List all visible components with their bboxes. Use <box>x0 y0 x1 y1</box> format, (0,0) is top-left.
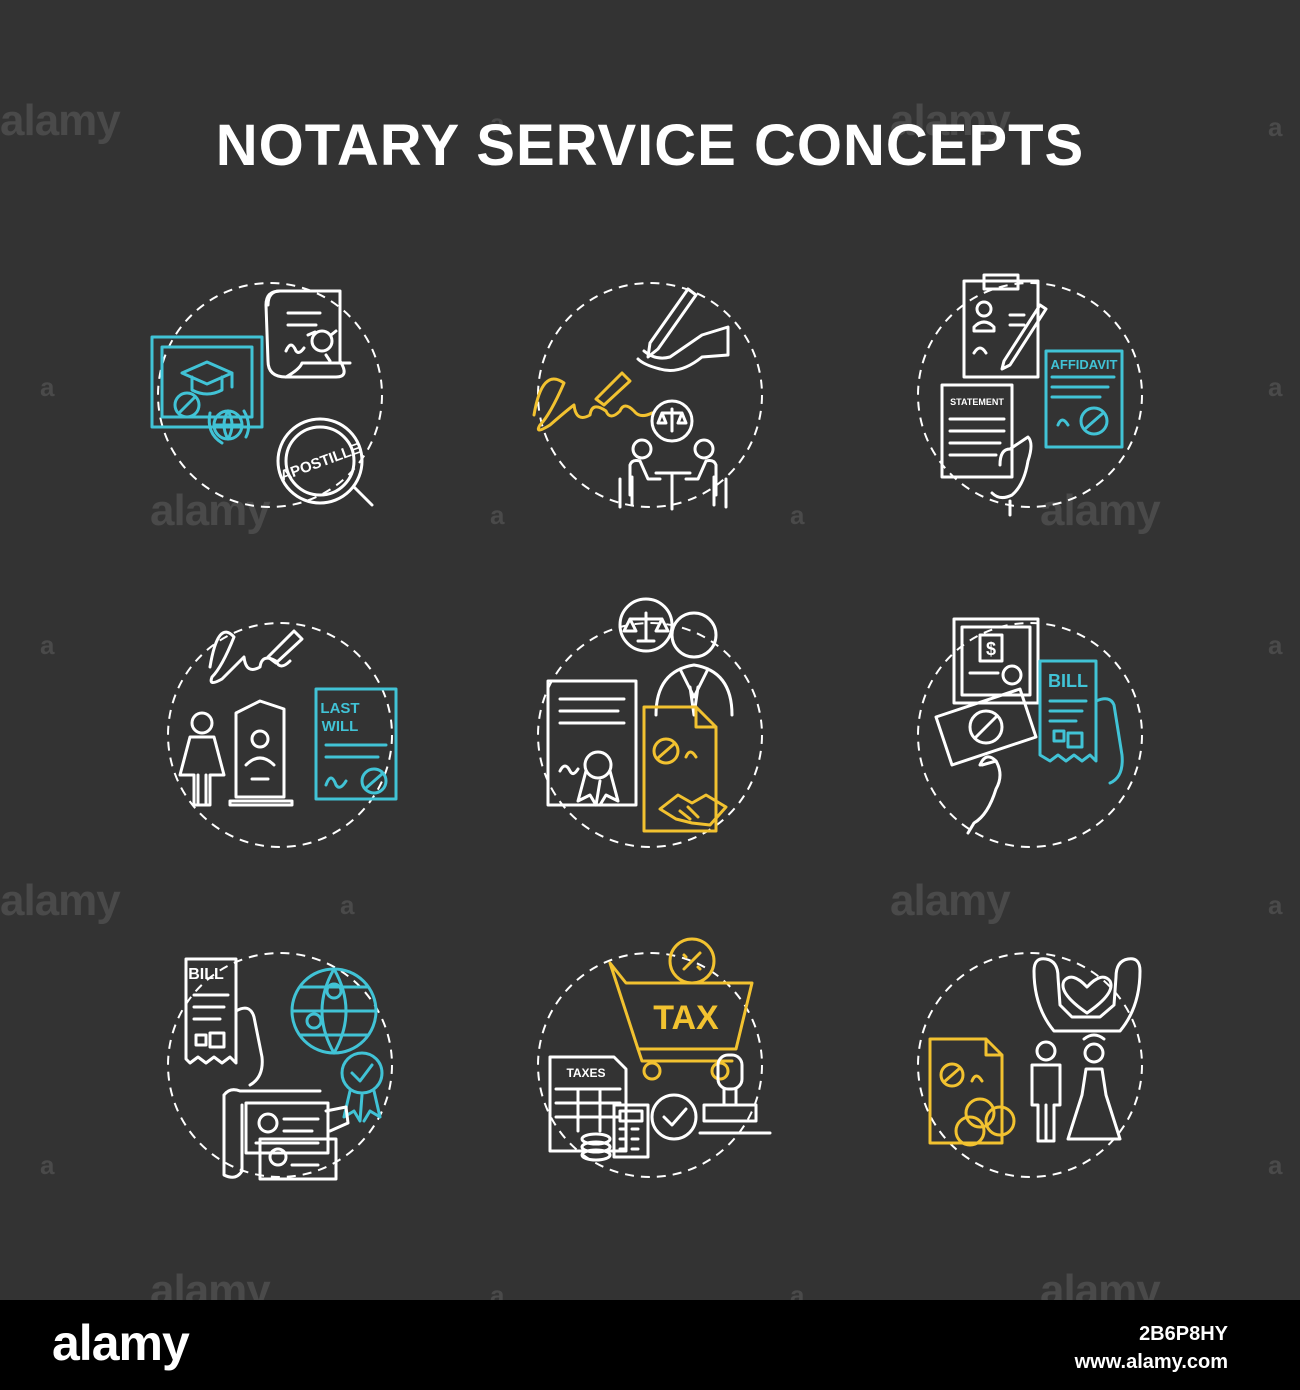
watermark-text: alamy <box>0 96 121 145</box>
watermark-mark: a <box>1268 890 1283 920</box>
bill-label: BILL <box>1048 671 1088 691</box>
footer-bar: alamy 2B6P8HY www.alamy.com <box>0 1300 1300 1390</box>
watermark-mark: a <box>40 1150 55 1180</box>
apostille-icon: APOSTILLE <box>140 265 400 525</box>
watermark-mark: a <box>790 500 805 530</box>
last-will-icon: LAST WILL <box>150 605 410 865</box>
watermark-mark: a <box>490 500 505 530</box>
watermark-mark: a <box>340 890 355 920</box>
will-label: WILL <box>322 718 359 735</box>
marriage-contract-icon <box>900 935 1160 1195</box>
tax-label: TAX <box>653 999 719 1037</box>
watermark-text: alamy <box>890 876 1011 925</box>
watermark-text: alamy <box>1040 486 1161 535</box>
affidavit-label: AFFIDAVIT <box>1051 357 1118 372</box>
alamy-logo: alamy <box>52 1315 190 1371</box>
watermark-mark: a <box>1268 372 1283 402</box>
affidavit-statement-icon: AFFIDAVIT STATEMENT <box>900 265 1160 525</box>
watermark-text: alamy <box>150 486 271 535</box>
watermark-text: alamy <box>890 96 1011 145</box>
watermark-mark: a <box>1268 1150 1283 1180</box>
image-id: 2B6P8HY <box>1139 1323 1228 1345</box>
statement-label: STATEMENT <box>950 397 1004 407</box>
last-label: LAST <box>320 700 359 717</box>
international-bill-icon: BILL <box>150 935 410 1195</box>
taxes-label: TAXES <box>566 1066 605 1080</box>
signing-meeting-icon <box>520 265 780 525</box>
watermark-mark: a <box>1268 630 1283 660</box>
watermark-text: alamy <box>0 876 121 925</box>
image-info: 2B6P8HY www.alamy.com <box>1075 1320 1228 1376</box>
tax-icon: TAX TAXES <box>520 925 780 1185</box>
watermark-mark: a <box>1268 112 1283 142</box>
watermark-mark: a <box>40 372 55 402</box>
bill-payment-icon: $ BILL <box>900 605 1160 865</box>
watermark-mark: a <box>490 108 505 138</box>
watermark-mark: a <box>40 630 55 660</box>
bill-label-2: BILL <box>188 966 224 983</box>
lawyer-contract-icon <box>520 595 780 855</box>
site-url: www.alamy.com <box>1074 1351 1228 1373</box>
page-title: NOTARY SERVICE CONCEPTS <box>215 113 1085 178</box>
svg-text:$: $ <box>986 639 996 659</box>
